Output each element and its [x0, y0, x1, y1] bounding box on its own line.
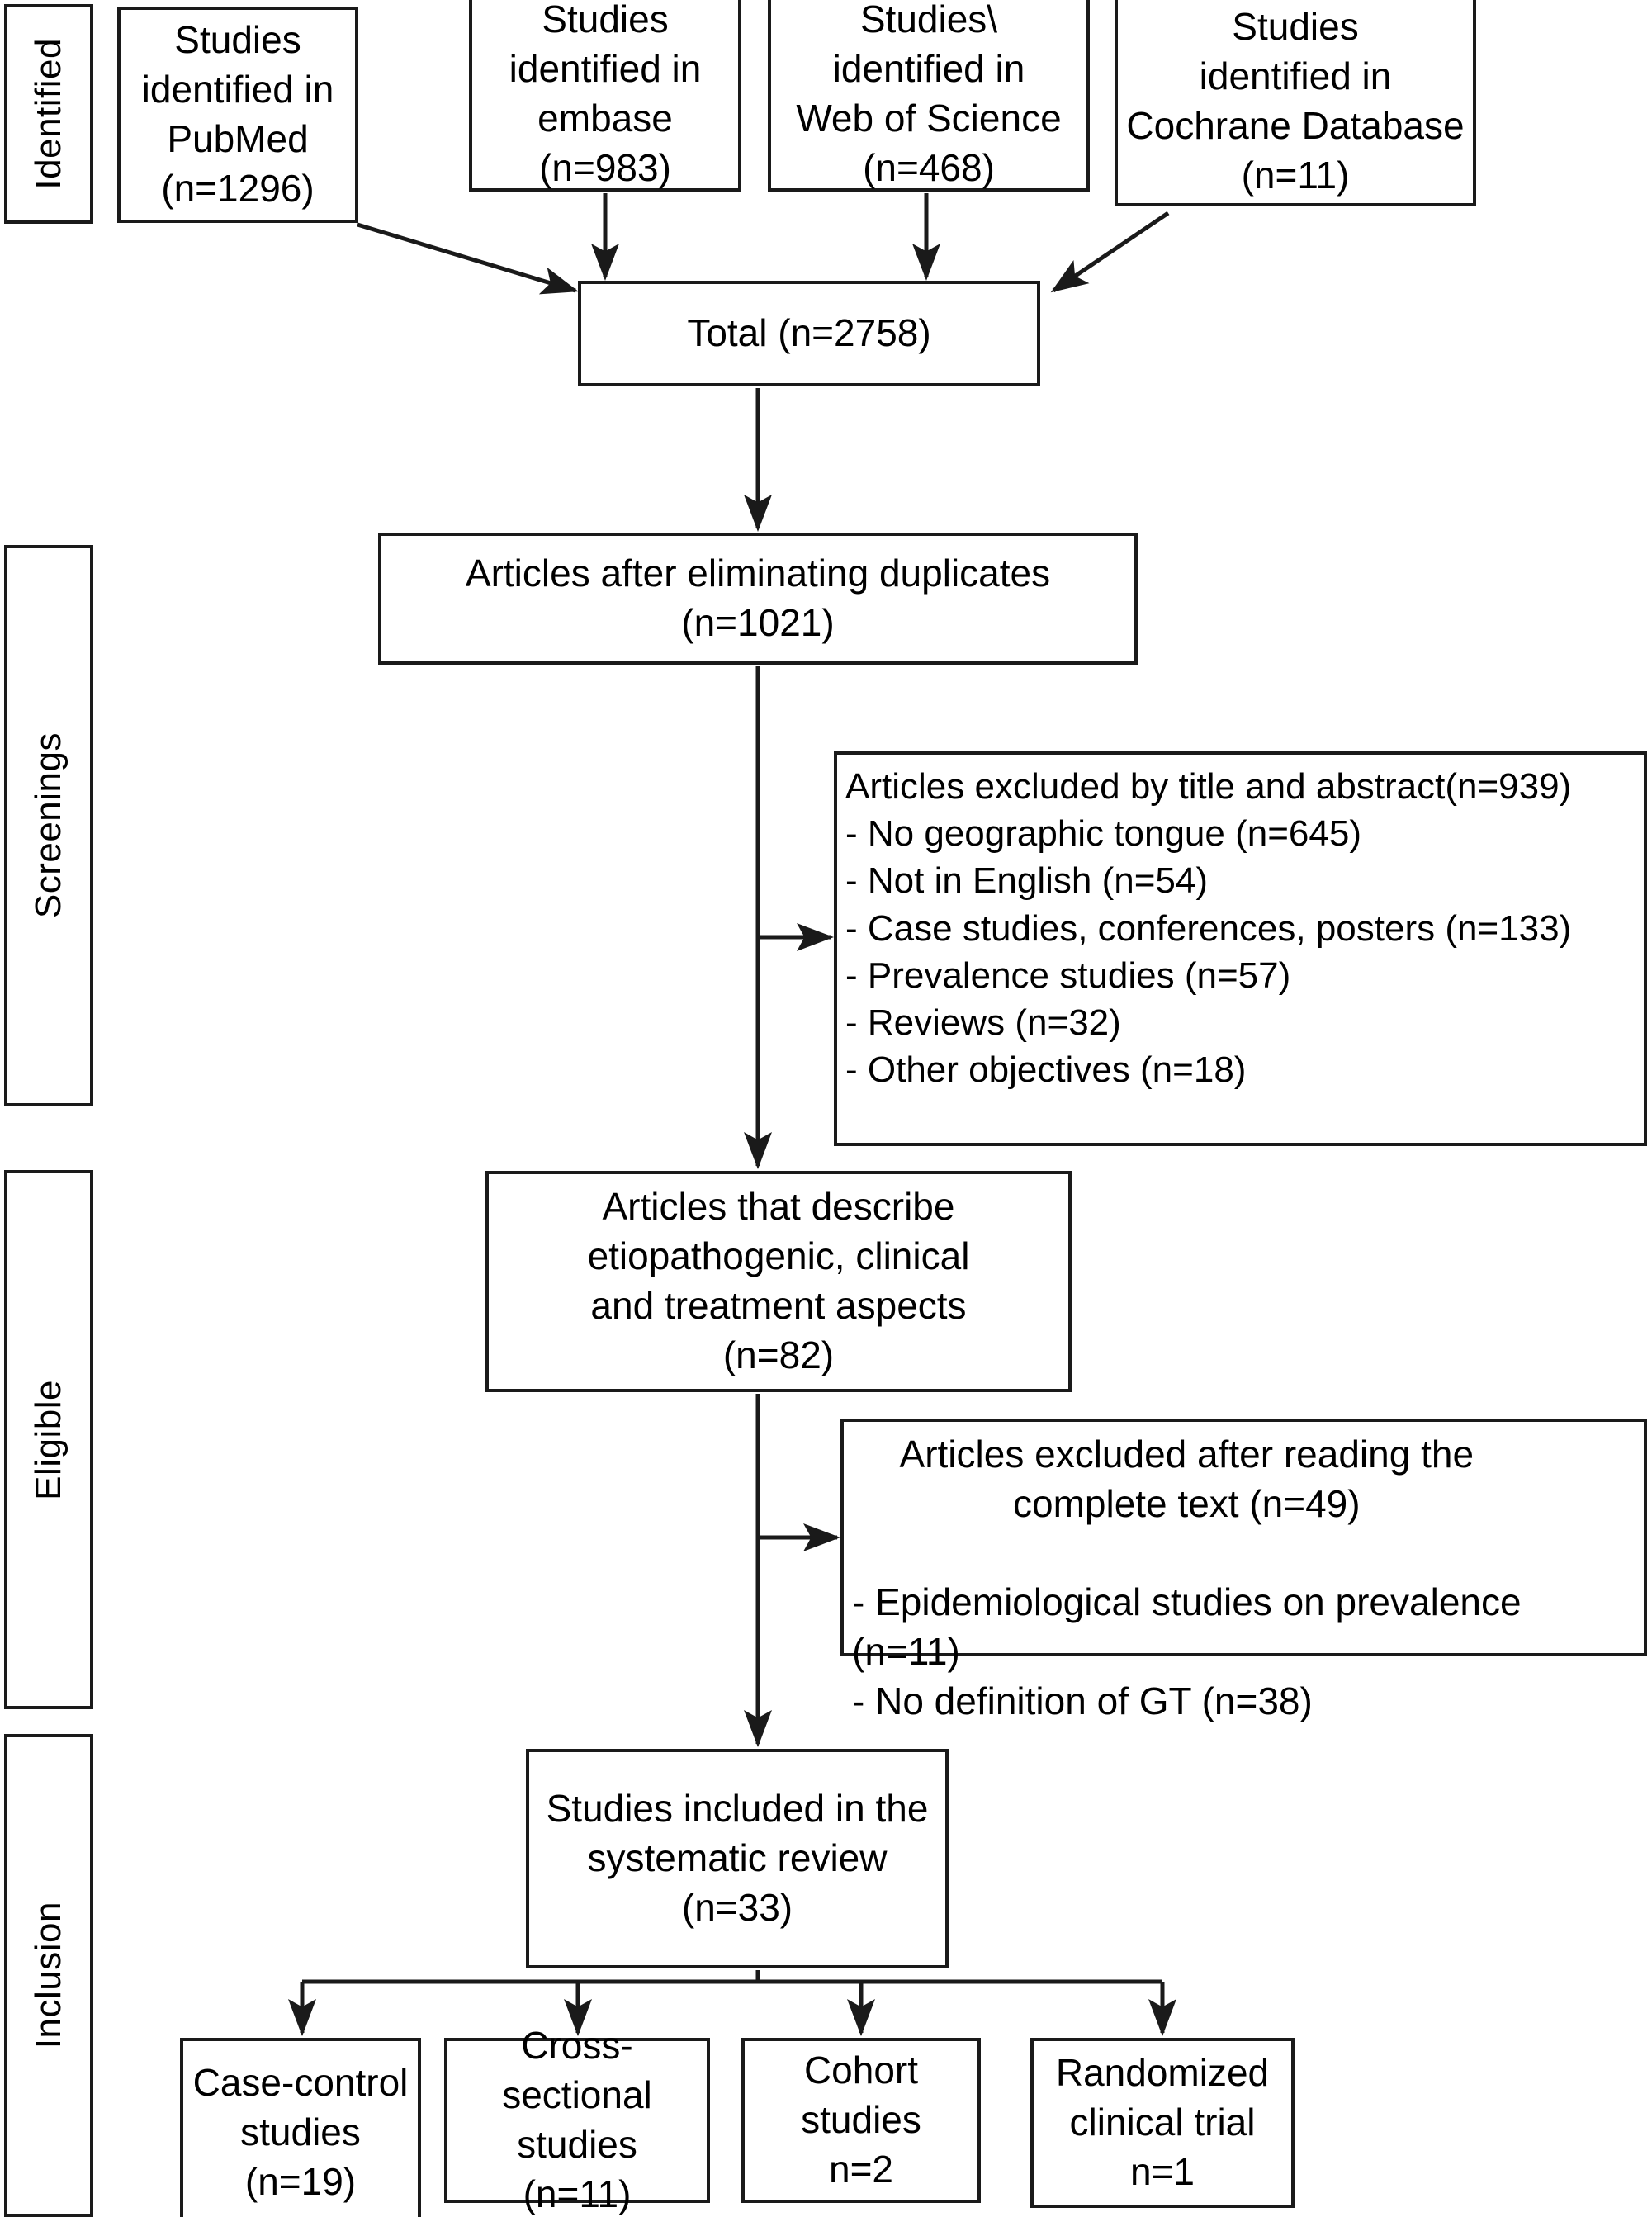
- eligible-articles-box: Articles that describe etiopathogenic, c…: [485, 1171, 1072, 1392]
- study-type-text-cross-sectional: Cross- sectional studies (n=11): [502, 2024, 652, 2215]
- source-box-embase: Studies identified in embase (n=983): [469, 0, 741, 192]
- duplicates-box: Articles after eliminating duplicates (n…: [378, 533, 1138, 665]
- study-type-box-rct: Randomized clinical trial n=1: [1030, 2038, 1295, 2208]
- study-type-box-case-control: Case-control studies (n=19): [180, 2038, 421, 2217]
- source-text-web-of-science: Studies\ identified in Web of Science (n…: [796, 0, 1062, 189]
- excluded-item-3: - Prevalence studies (n=57): [845, 955, 1291, 996]
- included-studies-box: Studies included in the systematic revie…: [526, 1749, 949, 1968]
- stage-box-eligible: Eligible: [4, 1170, 93, 1709]
- excluded-title-abstract-heading: Articles excluded by title and abstract(…: [845, 766, 1572, 807]
- included-studies-text: Studies included in the systematic revie…: [546, 1787, 929, 1929]
- stage-label-eligible: Eligible: [28, 1379, 69, 1500]
- excluded-item-5: - Other objectives (n=18): [845, 1049, 1247, 1091]
- study-type-box-cohort: Cohort studies n=2: [741, 2038, 981, 2203]
- eligible-articles-text: Articles that describe etiopathogenic, c…: [587, 1185, 970, 1376]
- duplicates-text: Articles after eliminating duplicates (n…: [465, 552, 1051, 644]
- study-type-text-rct: Randomized clinical trial n=1: [1055, 2051, 1270, 2193]
- excluded-full-item-2: - No definition of GT (n=38): [852, 1679, 1313, 1722]
- arrow-pubmed-to-total: [357, 222, 579, 295]
- excluded-item-2: - Case studies, conferences, posters (n=…: [845, 907, 1572, 949]
- excluded-full-text-heading: Articles excluded after reading the comp…: [899, 1433, 1474, 1525]
- source-box-cochrane: Studies identified in Cochrane Database …: [1115, 0, 1476, 206]
- study-type-text-cohort: Cohort studies n=2: [801, 2049, 921, 2191]
- excluded-full-item-1: (n=11): [852, 1630, 960, 1674]
- excluded-full-text-box: Articles excluded after reading the comp…: [840, 1419, 1647, 1722]
- stage-label-identified: Identified: [28, 38, 69, 190]
- total-box: Total (n=2758): [578, 281, 1040, 386]
- study-type-text-case-control: Case-control studies (n=19): [192, 2061, 409, 2203]
- excluded-full-item-0: - Epidemiological studies on prevalence: [852, 1580, 1522, 1624]
- excluded-item-1: - Not in English (n=54): [845, 860, 1208, 902]
- source-text-embase: Studies identified in embase (n=983): [509, 0, 702, 189]
- source-text-pubmed: Studies identified in PubMed (n=1296): [141, 18, 334, 210]
- excluded-title-abstract-box: Articles excluded by title and abstract(…: [834, 751, 1647, 1146]
- stage-box-screenings: Screenings: [4, 545, 93, 1106]
- arrow-cochrane-to-total: [1050, 211, 1170, 293]
- stage-box-identified: Identified: [4, 4, 93, 224]
- study-type-box-cross-sectional: Cross- sectional studies (n=11): [444, 2024, 710, 2215]
- source-box-web-of-science: Studies\ identified in Web of Science (n…: [768, 0, 1090, 192]
- excluded-item-4: - Reviews (n=32): [845, 1002, 1121, 1043]
- stage-box-inclusion: Inclusion: [4, 1734, 93, 2217]
- stage-label-inclusion: Inclusion: [28, 1902, 69, 2049]
- source-text-cochrane: Studies identified in Cochrane Database …: [1126, 5, 1465, 197]
- excluded-item-0: - No geographic tongue (n=645): [845, 813, 1361, 855]
- stage-label-screenings: Screenings: [28, 732, 69, 919]
- excluded-title-abstract-text: Articles excluded by title and abstract(…: [837, 755, 1578, 1093]
- total-text: Total (n=2758): [687, 311, 931, 355]
- source-box-pubmed: Studies identified in PubMed (n=1296): [117, 7, 358, 223]
- excluded-full-text-text: Articles excluded after reading the comp…: [844, 1422, 1528, 1727]
